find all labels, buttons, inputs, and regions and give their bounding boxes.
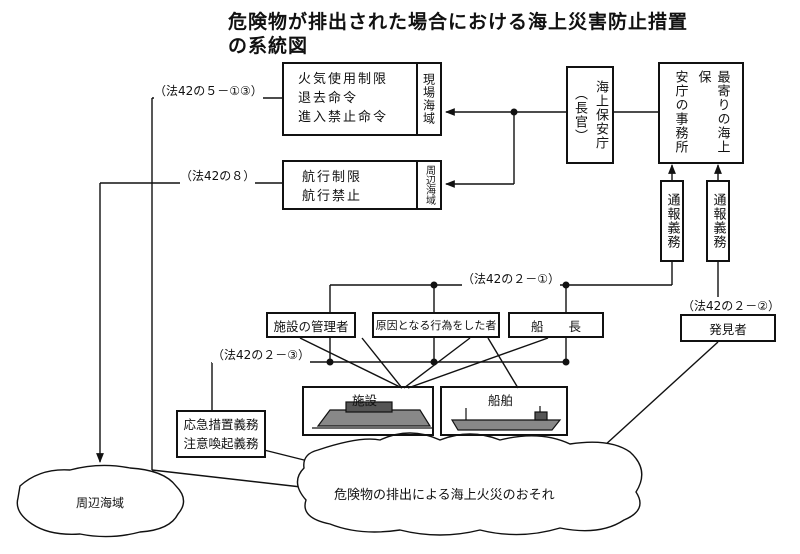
facility-manager-box: 施設の管理者 bbox=[266, 312, 356, 338]
evacuation-order: 退去命令 bbox=[298, 91, 359, 106]
nearest-office-box: 最寄りの海上保 安庁の事務所 bbox=[658, 62, 744, 164]
navigation-prohibition: 航行禁止 bbox=[302, 189, 363, 204]
facility-box: 施設 bbox=[302, 386, 434, 436]
nearest-office-col1: 最寄りの海上保 bbox=[695, 70, 730, 154]
report-duty-label-1: 通報義務 bbox=[664, 193, 680, 249]
field-area-box: 火気使用制限 退去命令 進入禁止命令 現場海域 bbox=[282, 62, 442, 136]
facility-manager-label: 施設の管理者 bbox=[273, 318, 349, 334]
alert-duty: 注意喚起義務 bbox=[183, 436, 259, 451]
law-42-8-label: （法42の８） bbox=[180, 167, 256, 184]
title-line-1: 危険物が排出された場合における海上災害防止措置 bbox=[228, 11, 689, 33]
law-42-2-3-label: （法42の２－③） bbox=[212, 346, 311, 363]
field-area-label: 現場海域 bbox=[421, 73, 436, 125]
facility-label: 施設 bbox=[352, 393, 378, 408]
report-duty-box-2: 通報義務 bbox=[706, 180, 730, 262]
emergency-measures-duty: 応急措置義務 bbox=[183, 417, 259, 432]
report-duty-label-2: 通報義務 bbox=[710, 193, 726, 249]
emergency-measures-box: 応急措置義務 注意喚起義務 bbox=[176, 410, 266, 458]
nearest-office-col2: 安庁の事務所 bbox=[672, 70, 688, 154]
surrounding-area-cloud bbox=[16, 464, 185, 538]
law-42-2-2-label: （法42の２－②） bbox=[682, 297, 781, 314]
finder-label: 発見者 bbox=[709, 321, 747, 337]
surrounding-area-box: 航行制限 航行禁止 周辺海域 bbox=[282, 160, 442, 210]
causer-label: 原因となる行為をした者 bbox=[375, 319, 497, 332]
commandant-label: （長官） bbox=[572, 87, 587, 143]
fire-risk-text: 危険物の排出による海上火災のおそれ bbox=[334, 488, 555, 503]
title-line-2: の系統図 bbox=[228, 35, 309, 57]
coast-guard-label: 海上保安庁 bbox=[593, 80, 608, 150]
law-42-2-1-label: （法42の２－①） bbox=[462, 270, 561, 287]
ship-label: 船舶 bbox=[488, 393, 514, 408]
fire-use-restriction: 火気使用制限 bbox=[298, 72, 389, 87]
finder-box: 発見者 bbox=[680, 314, 776, 342]
entry-prohibition-order: 進入禁止命令 bbox=[298, 110, 389, 125]
ship-box: 船舶 bbox=[440, 386, 568, 436]
ship-drawing bbox=[450, 406, 562, 431]
causer-box: 原因となる行為をした者 bbox=[372, 312, 500, 338]
surrounding-area-cloud-text: 周辺海域 bbox=[76, 496, 125, 510]
law-42-5-label: （法42の５－①③） bbox=[154, 82, 263, 99]
coast-guard-box: 海上保安庁 （長官） bbox=[566, 66, 614, 164]
navigation-restriction: 航行制限 bbox=[302, 170, 363, 185]
diagram-title: 危険物が排出された場合における海上災害防止措置 の系統図 bbox=[228, 10, 688, 58]
captain-box: 船 長 bbox=[508, 312, 604, 338]
report-duty-box-1: 通報義務 bbox=[660, 180, 684, 262]
captain-label: 船 長 bbox=[530, 318, 581, 334]
surrounding-area-label: 周辺海域 bbox=[423, 165, 435, 205]
facility-drawing bbox=[312, 401, 432, 429]
